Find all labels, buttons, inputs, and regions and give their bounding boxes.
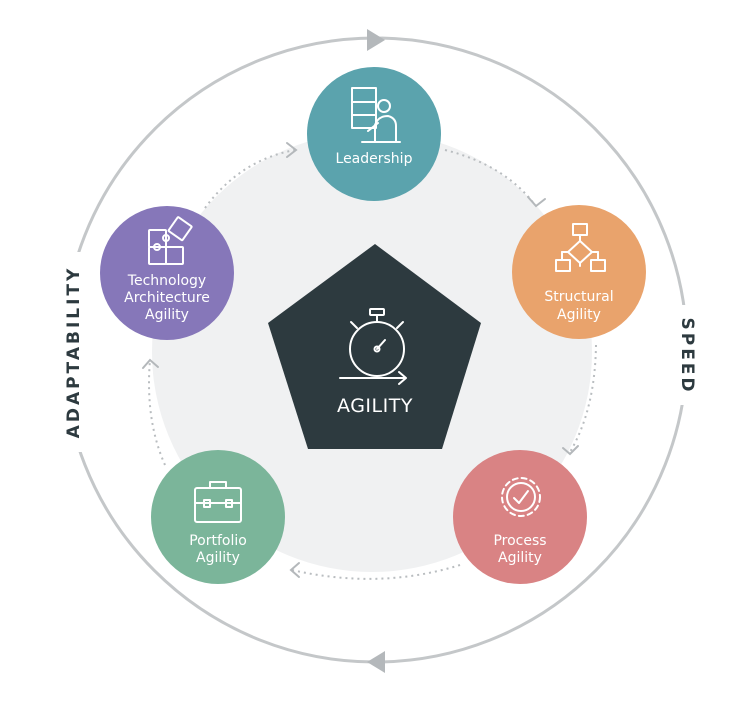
node-process: Process Agility [453,450,587,584]
node-technology-label-2: Architecture [124,290,210,306]
connector-arrow-2-icon [562,445,579,456]
node-portfolio: Portfolio Agility [151,450,285,584]
node-structural: Structural Agility [512,205,646,339]
connector-arrow-4-icon [142,358,159,369]
node-process-label-2: Agility [498,550,542,566]
adaptability-label: ADAPTABILITY [64,266,84,439]
center-label: AGILITY [337,395,413,417]
node-portfolio-circle [151,450,285,584]
stopwatch-icon [339,308,407,385]
node-technology-circle [100,206,234,340]
node-structural-circle [512,205,646,339]
briefcase-icon [194,481,242,523]
connector-structural-process [569,344,597,453]
node-technology-label-3: Agility [145,307,189,323]
connector-arrow-1-icon [527,196,546,208]
node-process-circle [453,450,587,584]
node-technology: Technology Architecture Agility [100,206,234,340]
puzzle-icon [148,216,193,265]
connector-arrow-5-icon [286,142,298,158]
flowchart-icon [555,223,606,272]
ring-arrow-bottom-icon [367,651,385,673]
center-pentagon [268,244,481,449]
ring-arrow-top-icon [367,29,385,51]
speed-label: SPEED [677,317,697,394]
node-portfolio-label-1: Portfolio [189,533,247,549]
connector-technology-leadership [204,149,296,209]
connector-arrow-3-icon [289,562,300,578]
gear-check-icon [501,477,541,517]
node-leadership-label-1: Leadership [336,151,413,167]
node-process-label-1: Process [493,533,546,549]
node-portfolio-label-2: Agility [196,550,240,566]
connector-process-portfolio [291,564,461,580]
presenter-icon [351,87,401,143]
node-technology-label-1: Technology [127,273,206,289]
node-leadership: Leadership [307,67,441,201]
ring-gap-left [58,252,88,452]
node-structural-label-2: Agility [557,307,601,323]
ring-gap-right [670,305,700,405]
node-structural-label-1: Structural [544,289,613,305]
